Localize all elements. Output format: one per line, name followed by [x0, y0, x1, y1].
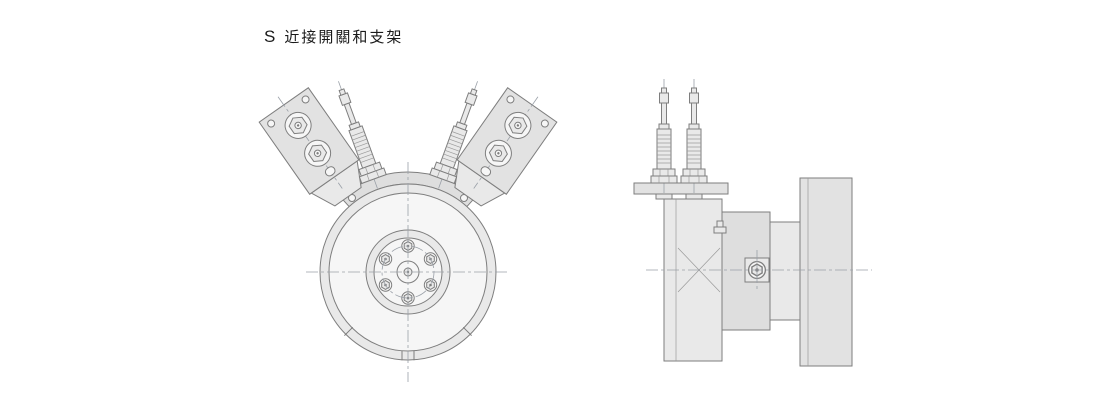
switch-mounting-plate-side	[633, 182, 729, 200]
bolt-pitch-circle	[381, 245, 435, 299]
front-centerlines	[306, 162, 510, 382]
figure-title-prefix: S	[264, 27, 276, 46]
figure-title-label: 近接開關和支架	[284, 29, 404, 46]
side-proximity-switch-left	[650, 78, 678, 194]
bottom-notch	[401, 350, 415, 361]
hub-bolt	[423, 278, 438, 292]
main-body-block	[663, 198, 723, 362]
split-ticks	[344, 326, 472, 336]
flange-step-outer	[769, 221, 801, 321]
side-proximity-switch-right	[680, 78, 708, 194]
actuator-body-side	[663, 177, 853, 367]
front-view-drawing	[253, 76, 562, 382]
bleed-screw	[713, 226, 727, 234]
side-view-drawing	[633, 78, 872, 367]
figure-title: S 近接開關和支架	[264, 26, 403, 47]
side-centerlines	[646, 250, 872, 290]
